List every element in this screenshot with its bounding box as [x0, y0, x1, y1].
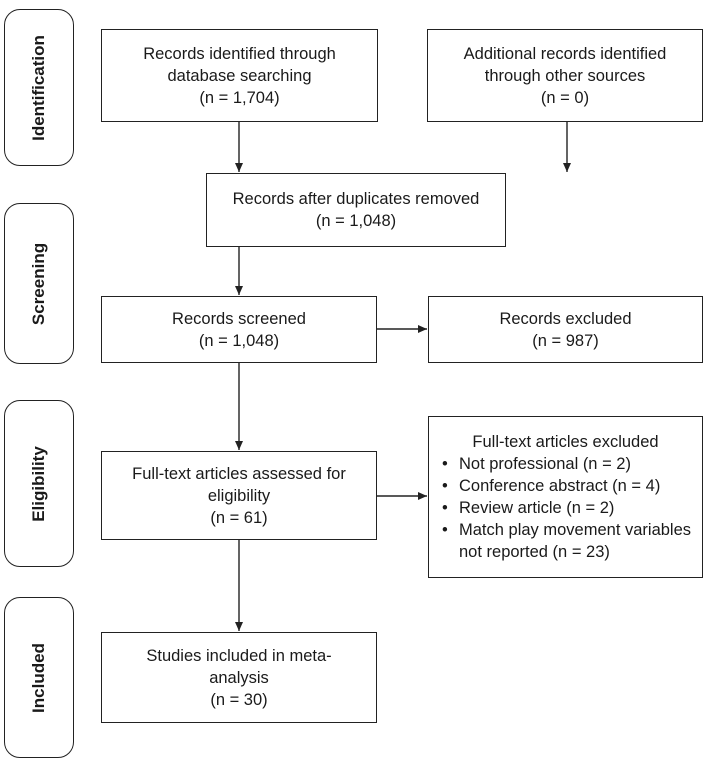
box-title: Full-text articles excluded: [472, 433, 659, 451]
exclusion-reason: Conference abstract (n = 4): [437, 475, 694, 497]
box-studies-included: Studies included in meta- analysis (n = …: [101, 632, 377, 723]
box-fulltext-excluded: Full-text articles excluded Not professi…: [428, 416, 703, 578]
box-text-line: (n = 987): [532, 331, 599, 350]
phase-eligibility: Eligibility: [4, 400, 74, 567]
box-text-line: (n = 30): [210, 690, 268, 709]
phase-screening-label: Screening: [29, 242, 48, 325]
exclusion-reason: Review article (n = 2): [437, 497, 694, 519]
box-records-screened: Records screened (n = 1,048): [101, 296, 377, 363]
box-text-line: Full-text articles assessed for: [132, 464, 346, 483]
box-database-records: Records identified through database sear…: [101, 29, 378, 122]
box-text-line: (n = 0): [540, 88, 590, 107]
box-text-line: database searching: [167, 66, 312, 85]
phase-identification-label: Identification: [29, 34, 48, 141]
box-text-line: (n = 1,048): [198, 331, 280, 350]
box-after-duplicates: Records after duplicates removed (n = 1,…: [206, 173, 506, 247]
box-text-line: Additional records identified: [463, 44, 667, 63]
box-text-line: Records identified through: [143, 44, 336, 63]
phase-eligibility-label: Eligibility: [29, 445, 48, 522]
box-text-line: (n = 1,048): [315, 212, 397, 230]
box-text-line: eligibility: [207, 486, 271, 505]
box-text-line: Records screened: [172, 309, 306, 328]
box-fulltext-assessed: Full-text articles assessed for eligibil…: [101, 451, 377, 540]
box-text-line: Studies included in meta-: [146, 646, 332, 665]
phase-identification: Identification: [4, 9, 74, 166]
phase-included: Included: [4, 597, 74, 758]
phase-included-label: Included: [29, 642, 48, 713]
exclusion-reason: Match play movement variables not report…: [437, 519, 694, 563]
box-text-line: analysis: [209, 668, 269, 687]
box-text-line: Records after duplicates removed: [232, 190, 480, 208]
box-text-line: (n = 1,704): [199, 88, 280, 107]
box-text-line: (n = 61): [210, 508, 268, 527]
box-records-excluded: Records excluded (n = 987): [428, 296, 703, 363]
box-text-line: Records excluded: [499, 309, 632, 328]
exclusion-reasons-list: Not professional (n = 2) Conference abst…: [437, 453, 694, 563]
exclusion-reason: Not professional (n = 2): [437, 453, 694, 475]
phase-screening: Screening: [4, 203, 74, 364]
box-other-records: Additional records identified through ot…: [427, 29, 703, 122]
box-text-line: through other sources: [484, 66, 646, 85]
